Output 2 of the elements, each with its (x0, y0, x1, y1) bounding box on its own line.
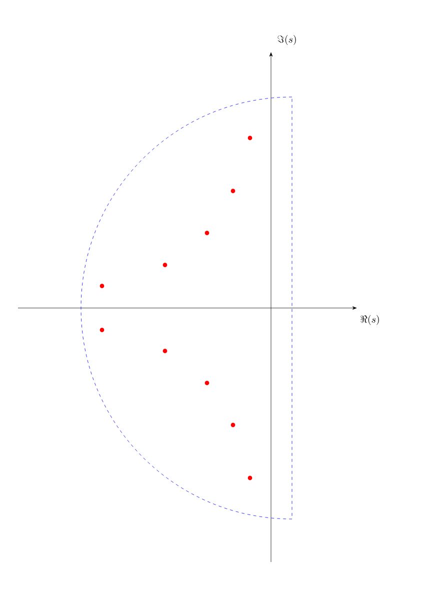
axis-label: $\Re(s)$ (360, 315, 379, 325)
axis-label: $\Im(s)$ (278, 35, 296, 46)
